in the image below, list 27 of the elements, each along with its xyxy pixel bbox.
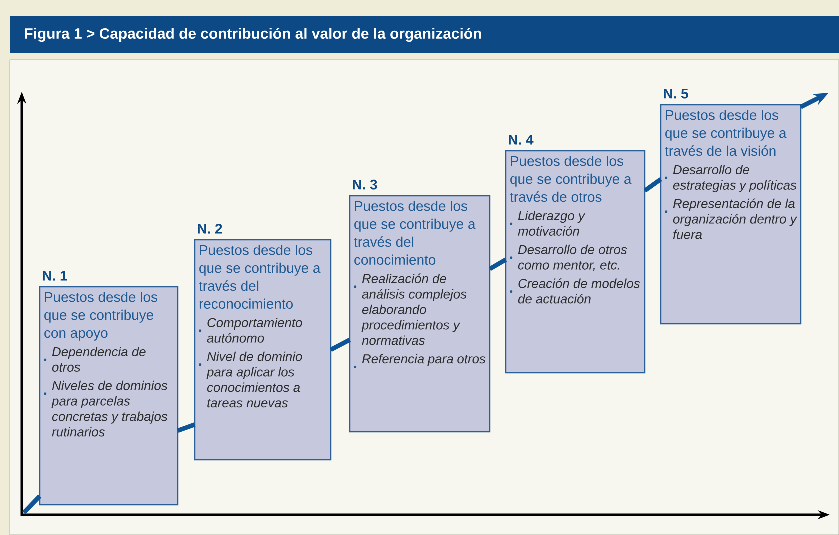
title-banner: Figura 1 > Capacidad de contribución al valor de la organización (10, 16, 839, 53)
level-heading: N. 4 (509, 135, 534, 145)
bullet-item: Referencia para otros (354, 354, 486, 368)
bullet-item: Realización de análisis complejos elaborando procedimientos y normativas (354, 274, 467, 346)
bullet-item: Creación de modelos de actuación (510, 278, 640, 304)
bullet-item: Liderazgo y motivación (510, 211, 586, 236)
bullet-item: Dependencia de otros (44, 347, 146, 372)
bullet-item: Desarrollo de estrategias y políticas (665, 165, 797, 193)
description-text: Puestos desde los que se contribuye con apoyo (44, 292, 158, 341)
bullet-item: Niveles de dominios para parcelas concretas y trabajos rutinarios (44, 380, 168, 437)
bullet-item: Comportamiento autónomo (199, 318, 302, 343)
connector-line (177, 422, 196, 433)
level-heading: N. 5 (664, 89, 688, 99)
bullet-item: Representación de la organización dentro y fuera (665, 198, 798, 240)
connector-line (488, 258, 508, 272)
connector-line (644, 178, 662, 193)
connector-line (22, 494, 42, 515)
connector-line (330, 338, 352, 352)
description-text: Puestos desde los que se contribuye a través del conocimiento (354, 201, 476, 266)
bullet-item: Desarrollo de otros como mentor, etc. (510, 244, 628, 272)
level-heading: N. 2 (198, 224, 222, 234)
description-text: Puestos desde los que se contribuye a través del reconocimiento (199, 245, 321, 310)
description-text: Puestos desde los que se contribuye a través de otros (510, 156, 632, 202)
description-text: Puestos desde los que se contribuye a través de la visión (665, 110, 787, 156)
level-heading: N. 3 (353, 180, 378, 190)
bullet-item: Nivel de dominio para aplicar los conocimientos a tareas nuevas (199, 352, 302, 408)
level-heading: N. 1 (43, 271, 68, 281)
